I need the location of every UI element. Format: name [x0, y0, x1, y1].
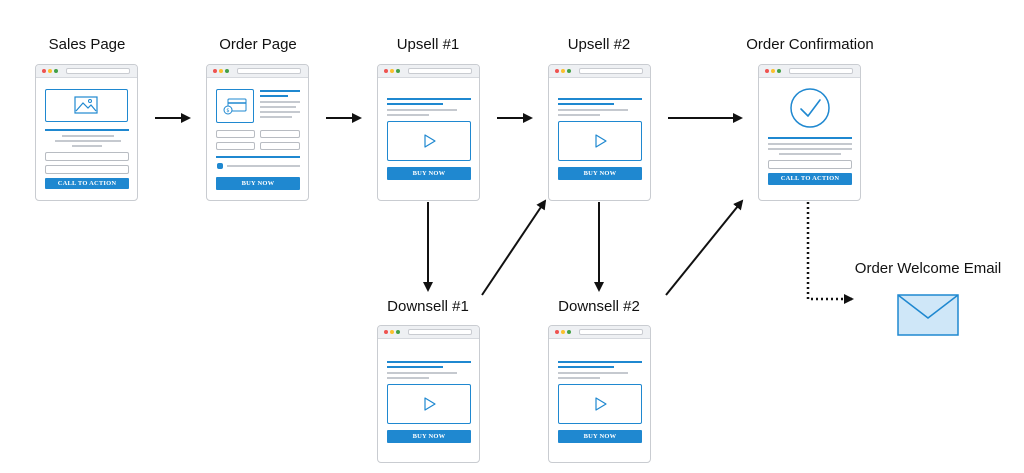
headline-line — [387, 361, 471, 363]
browser-chrome — [207, 65, 308, 78]
form-field[interactable] — [216, 130, 255, 138]
downsell-1-title: Downsell #1 — [387, 298, 469, 315]
play-icon — [423, 133, 436, 148]
headline-line — [558, 366, 614, 368]
call-to-action-button[interactable]: CALL TO ACTION — [45, 178, 129, 189]
headline-line — [768, 137, 852, 139]
headline-line — [260, 95, 288, 97]
play-icon — [423, 396, 436, 411]
video-placeholder[interactable] — [558, 121, 642, 161]
credit-card-icon: $ — [223, 98, 246, 114]
upsell-1-title: Upsell #1 — [396, 36, 460, 53]
text-line — [387, 114, 429, 116]
browser-chrome — [36, 65, 137, 78]
text-line — [558, 372, 628, 374]
hero-image-placeholder — [45, 89, 128, 122]
text-line — [72, 145, 102, 147]
headline-line — [45, 129, 129, 131]
upsell-1-mockup: BUY NOW — [377, 64, 480, 201]
downsell-1-mockup: BUY NOW — [377, 325, 480, 463]
arrow-downsell1-to-upsell2 — [481, 199, 547, 296]
text-line — [768, 143, 852, 145]
headline-line — [387, 366, 443, 368]
play-icon — [594, 396, 607, 411]
input-field[interactable] — [45, 165, 129, 174]
headline-line — [387, 103, 443, 105]
text-line — [260, 111, 300, 113]
input-field[interactable] — [768, 160, 852, 169]
video-placeholder[interactable] — [558, 384, 642, 424]
dotted-arrow-confirmation-to-email — [806, 202, 854, 304]
browser-chrome — [378, 65, 479, 78]
product-image-box: $ — [216, 89, 254, 123]
video-placeholder[interactable] — [387, 384, 471, 424]
headline-line — [558, 103, 614, 105]
order-page-title: Order Page — [219, 36, 297, 53]
order-bump-checkbox[interactable] — [217, 163, 223, 169]
headline-line — [558, 98, 642, 100]
sales-page-mockup: CALL TO ACTION — [35, 64, 138, 201]
sales-page-title: Sales Page — [48, 36, 126, 53]
buy-now-button[interactable]: BUY NOW — [558, 430, 642, 443]
text-line — [55, 140, 121, 142]
downsell-2-mockup: BUY NOW — [548, 325, 651, 463]
arrow-downsell2-to-confirmation — [665, 199, 744, 296]
svg-text:$: $ — [226, 108, 229, 114]
upsell-2-mockup: BUY NOW — [548, 64, 651, 201]
downsell-2-title: Downsell #2 — [558, 298, 640, 315]
call-to-action-button[interactable]: CALL TO ACTION — [768, 173, 852, 185]
headline-line — [387, 98, 471, 100]
play-icon — [594, 133, 607, 148]
browser-chrome — [549, 65, 650, 78]
order-confirmation-mockup: CALL TO ACTION — [758, 64, 861, 201]
text-line — [387, 377, 429, 379]
buy-now-button[interactable]: BUY NOW — [387, 430, 471, 443]
buy-now-button[interactable]: BUY NOW — [558, 167, 642, 180]
order-welcome-email-title: Order Welcome Email — [854, 260, 1002, 277]
headline-line — [260, 90, 300, 92]
text-line — [260, 106, 296, 108]
text-line — [558, 114, 600, 116]
upsell-2-title: Upsell #2 — [567, 36, 631, 53]
browser-chrome — [759, 65, 860, 78]
buy-now-button[interactable]: BUY NOW — [387, 167, 471, 180]
envelope-icon — [897, 294, 959, 336]
input-field[interactable] — [45, 152, 129, 161]
order-page-mockup: $ BUY NOW — [206, 64, 309, 201]
form-field[interactable] — [260, 130, 300, 138]
divider-line — [216, 156, 300, 158]
text-line — [387, 109, 457, 111]
buy-now-button[interactable]: BUY NOW — [216, 177, 300, 190]
text-line — [227, 165, 300, 167]
text-line — [558, 377, 600, 379]
image-icon — [73, 95, 98, 114]
browser-chrome — [378, 326, 479, 339]
headline-line — [558, 361, 642, 363]
text-line — [260, 101, 300, 103]
text-line — [260, 116, 292, 118]
form-field[interactable] — [260, 142, 300, 150]
text-line — [768, 148, 852, 150]
text-line — [387, 372, 457, 374]
browser-chrome — [549, 326, 650, 339]
text-line — [558, 109, 628, 111]
form-field[interactable] — [216, 142, 255, 150]
video-placeholder[interactable] — [387, 121, 471, 161]
text-line — [62, 135, 114, 137]
order-confirmation-title: Order Confirmation — [746, 36, 874, 53]
checkmark-icon — [790, 88, 830, 128]
text-line — [779, 153, 841, 155]
